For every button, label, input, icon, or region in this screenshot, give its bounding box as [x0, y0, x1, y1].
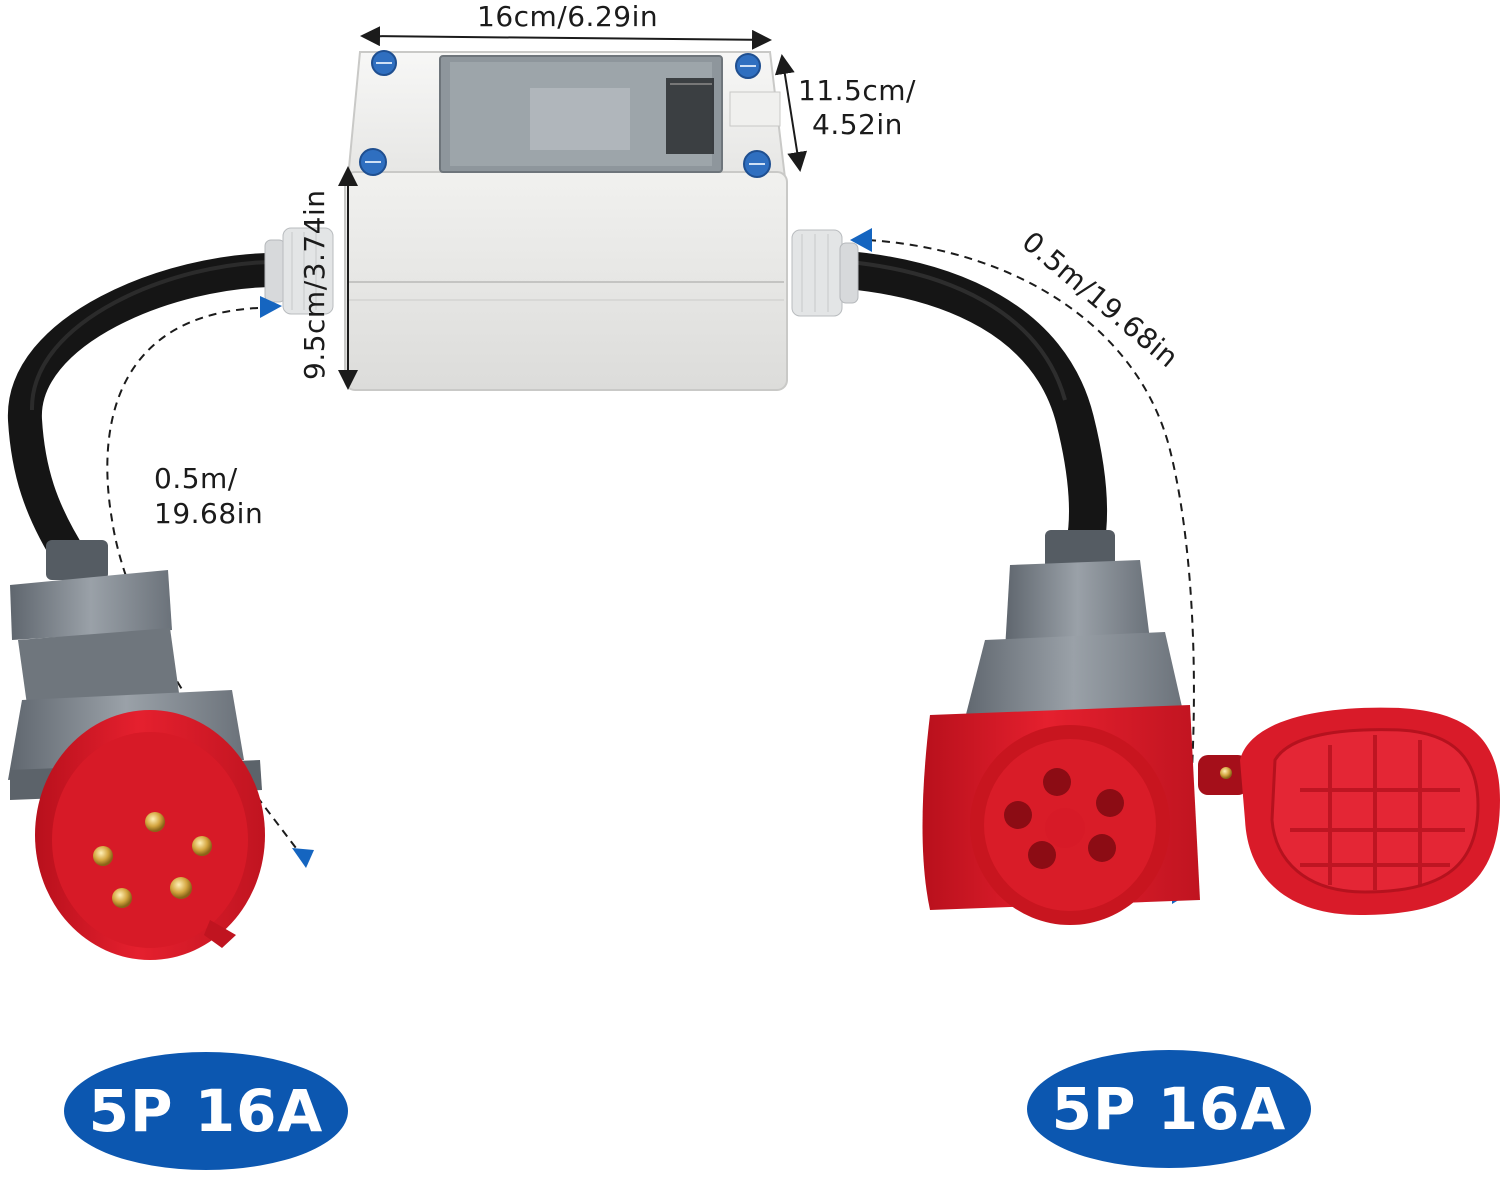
box-width-label: 16cm/6.29in [477, 0, 659, 33]
cee-male-plug [8, 540, 265, 960]
width-dimension-line [360, 26, 772, 50]
box-depth-label-line2: 4.52in [812, 108, 903, 141]
depth-dimension-line [774, 54, 808, 172]
right-cable [829, 251, 1107, 564]
distribution-box [344, 50, 788, 391]
left-cable-length-label-line1: 0.5m/ [154, 462, 238, 495]
socket-hole-icon [1028, 841, 1056, 869]
brass-pin-icon [93, 846, 113, 866]
right-cable-gland [791, 229, 859, 317]
screw-icon [743, 150, 771, 178]
brass-pin-icon [112, 888, 132, 908]
socket-hole-icon [1096, 789, 1124, 817]
socket-hole-icon [1088, 834, 1116, 862]
left-cable-gland [264, 227, 334, 315]
socket-flip-cover [1240, 707, 1500, 915]
screw-icon [371, 50, 397, 76]
right-rating-badge: 5P 16A [1027, 1050, 1311, 1168]
screw-icon [359, 148, 387, 176]
screw-icon [735, 53, 761, 79]
transparent-cover-window [439, 55, 723, 173]
left-cable-length-label-line2: 19.68in [154, 497, 264, 530]
socket-hole-icon [1043, 768, 1071, 796]
arrow-marker-icon [850, 228, 872, 252]
brass-pin-icon [170, 877, 192, 899]
brass-pin-icon [145, 812, 165, 832]
left-rating-label: 5P 16A [88, 1077, 324, 1145]
cee-female-socket [922, 530, 1248, 925]
right-rating-label: 5P 16A [1051, 1075, 1287, 1143]
box-depth-label-line1: 11.5cm/ [798, 74, 916, 107]
brass-pin-icon [192, 836, 212, 856]
box-height-label: 9.5cm/3.74in [298, 189, 331, 380]
socket-hole-icon [1004, 801, 1032, 829]
left-rating-badge: 5P 16A [64, 1052, 348, 1170]
arrow-marker-icon [260, 296, 282, 318]
arrow-marker-icon [292, 848, 314, 868]
left-cable [7, 253, 292, 577]
